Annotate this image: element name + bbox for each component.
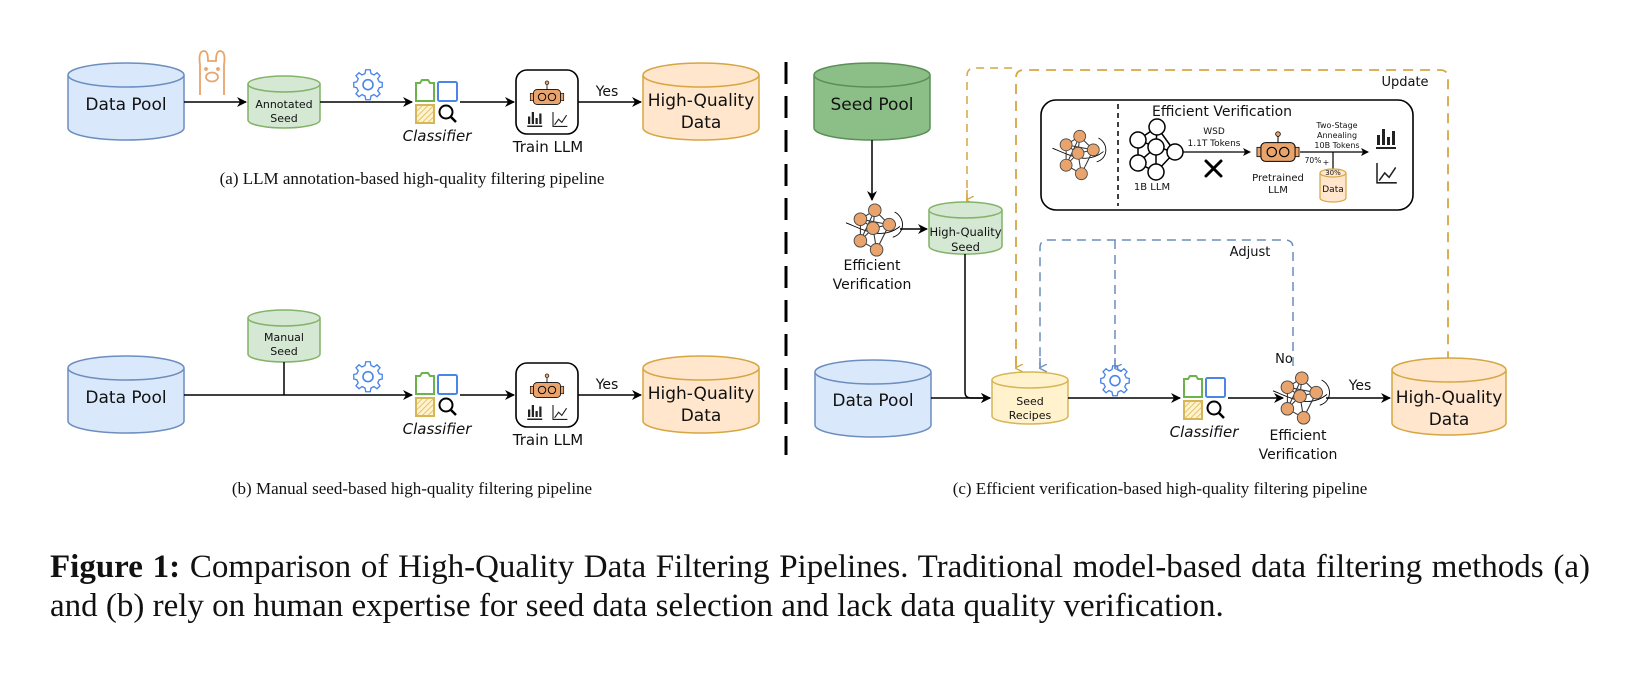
- train-llm-label: Train LLM: [512, 138, 583, 156]
- data-pool-cylinder: Data Pool: [67, 62, 185, 141]
- data-cylinder: 30% Data: [1319, 168, 1347, 203]
- arrow: [964, 254, 991, 403]
- efficient-verification-label-2: Verification: [1259, 447, 1338, 463]
- efficient-verification-label-1: Efficient: [844, 258, 901, 274]
- high-quality-data-cylinder: High-Quality Data: [642, 62, 760, 141]
- annealing-label-1: Two-Stage: [1315, 121, 1357, 130]
- hq-seed-cylinder: High-Quality Seed: [928, 201, 1003, 255]
- update-branch: [966, 67, 1016, 202]
- adjust-loop: [1039, 239, 1294, 366]
- data-pool-label: Data Pool: [85, 388, 166, 408]
- panel-a-caption: (a) LLM annotation-based high-quality fi…: [220, 169, 605, 188]
- annotated-seed-cylinder: Annotated Seed: [247, 75, 321, 129]
- classifier-label: Classifier: [1170, 423, 1240, 441]
- manual-seed-label-2: Seed: [270, 345, 298, 358]
- train-llm-box: [515, 69, 579, 135]
- figure-caption: Figure 1: Comparison of High-Quality Dat…: [50, 548, 1590, 626]
- seed-recipes-cylinder: Seed Recipes: [991, 371, 1069, 425]
- classifier-label: Classifier: [403, 127, 473, 145]
- wsd-tokens-label: 1.1T Tokens: [1188, 139, 1241, 149]
- annealing-label-3: 10B Tokens: [1314, 141, 1359, 150]
- classifier-label: Classifier: [403, 420, 473, 438]
- hq-data-label-1: High-Quality: [648, 91, 755, 111]
- manual-seed-label-1: Manual: [264, 331, 304, 344]
- seed-pool-cylinder: Seed Pool: [813, 62, 931, 141]
- data-pool-cylinder: Data Pool: [67, 355, 185, 434]
- classifier-icon: [414, 371, 459, 418]
- neural-network-icon: [845, 203, 904, 257]
- hq-data-label-2: Data: [681, 406, 722, 426]
- gear-icon: [352, 68, 384, 101]
- figure-caption-text: Comparison of High-Quality Data Filterin…: [50, 549, 1590, 624]
- model-size-label: 1B LLM: [1134, 182, 1170, 193]
- train-llm-box: [515, 362, 579, 428]
- annotated-seed-label-2: Seed: [270, 112, 298, 125]
- efficient-verification-box: Efficient Verification 1B LLM WSD 1.1T T…: [1040, 99, 1414, 211]
- tools-icon: [1204, 159, 1223, 178]
- hq-data-label-1: High-Quality: [648, 384, 755, 404]
- panel-b: Data Pool Manual Seed Classifier Train L…: [67, 309, 760, 498]
- efficient-verification-label-1: Efficient: [1270, 428, 1327, 444]
- hq-data-label-2: Data: [1429, 410, 1470, 430]
- panel-c-caption: (c) Efficient verification-based high-qu…: [953, 479, 1368, 498]
- yes-label: Yes: [595, 84, 619, 100]
- llm-network-icon: [1129, 118, 1184, 181]
- no-label: No: [1275, 352, 1293, 367]
- data-pool-cylinder: Data Pool: [814, 359, 932, 438]
- hq-seed-label-1: High-Quality: [929, 225, 1001, 239]
- data-pool-label: Data Pool: [832, 391, 913, 411]
- hq-data-label-1: High-Quality: [1396, 388, 1503, 408]
- annealing-label-2: Annealing: [1317, 131, 1357, 140]
- hq-data-label-2: Data: [681, 113, 722, 133]
- seed-pool-label: Seed Pool: [830, 95, 913, 115]
- ev-box-title: Efficient Verification: [1152, 104, 1292, 120]
- pct-30-label: 30%: [1325, 169, 1341, 177]
- panel-c: Update Adjust Seed Pool Efficient Verifi…: [813, 62, 1507, 498]
- seed-recipes-label-2: Recipes: [1009, 409, 1052, 422]
- train-llm-label: Train LLM: [512, 431, 583, 449]
- update-label: Update: [1381, 75, 1428, 90]
- pct-70-label: 70%: [1305, 156, 1322, 165]
- high-quality-data-cylinder: High-Quality Data: [642, 355, 760, 434]
- pretrained-label-1: Pretrained: [1252, 173, 1304, 184]
- llama-icon: [198, 50, 226, 95]
- high-quality-data-cylinder: High-Quality Data: [1391, 357, 1507, 436]
- data-label: Data: [1322, 185, 1344, 195]
- classifier-icon: [1182, 374, 1227, 421]
- gear-icon: [1099, 364, 1131, 397]
- manual-seed-cylinder: Manual Seed: [247, 309, 321, 363]
- yes-label: Yes: [595, 377, 619, 393]
- panel-a: Data Pool Annotated Seed Classifier Trai…: [67, 50, 760, 188]
- gear-icon: [352, 360, 384, 393]
- pretrained-label-2: LLM: [1268, 185, 1288, 196]
- hq-seed-label-2: Seed: [951, 240, 980, 254]
- panel-b-caption: (b) Manual seed-based high-quality filte…: [232, 479, 592, 498]
- seed-recipes-label-1: Seed: [1016, 395, 1044, 408]
- classifier-icon: [414, 78, 459, 125]
- efficient-verification-label-2: Verification: [833, 277, 912, 293]
- plus-label: +: [1323, 158, 1330, 167]
- annotated-seed-label-1: Annotated: [255, 98, 312, 111]
- figure-label: Figure 1:: [50, 549, 181, 585]
- data-pool-label: Data Pool: [85, 95, 166, 115]
- adjust-label: Adjust: [1230, 245, 1271, 260]
- update-loop: [1015, 69, 1449, 366]
- yes-label: Yes: [1348, 378, 1372, 394]
- wsd-label: WSD: [1203, 127, 1225, 137]
